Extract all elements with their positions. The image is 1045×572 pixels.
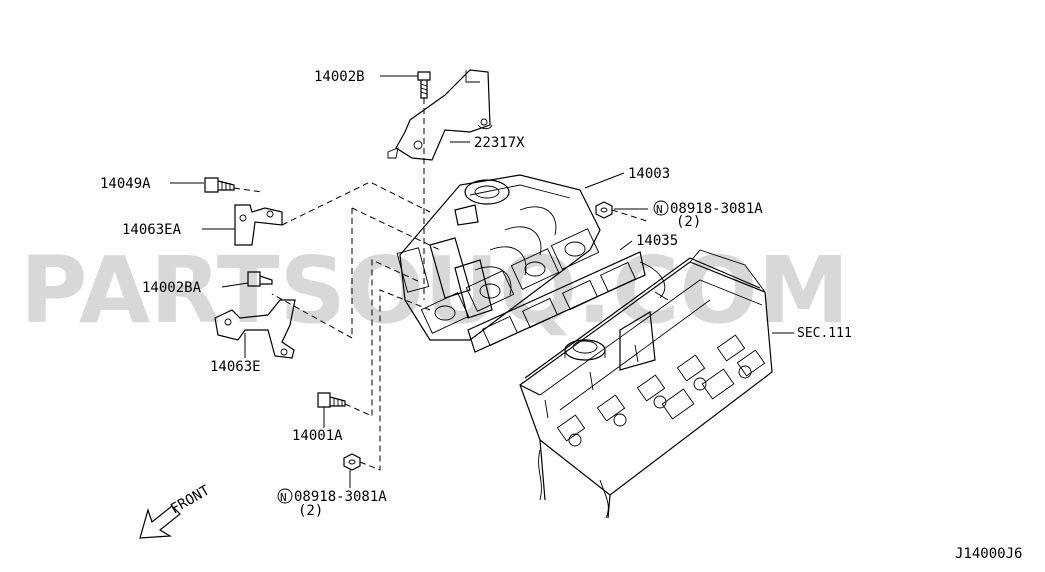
bolt-14002b-drawing [417, 71, 431, 99]
manifold-gasket-drawing [467, 251, 669, 353]
callout-14063ea[interactable]: 14063EA [122, 222, 182, 238]
leader-lines [170, 75, 794, 488]
n-marker-top-icon [653, 200, 669, 216]
bracket-14063e-drawing [214, 299, 296, 359]
watermark: PARTSOUQ.COM [20, 237, 849, 344]
n-marker-bottom-icon [277, 488, 293, 504]
bracket-14063ea-drawing [234, 204, 283, 246]
callout-22317x[interactable]: 22317X [474, 135, 525, 151]
callout-sec-111[interactable]: SEC.111 [797, 326, 852, 341]
callout-nut-top[interactable]: 08918-3081A [670, 201, 763, 217]
callout-nut-bottom[interactable]: 08918-3081A [294, 489, 387, 505]
cylinder-head-drawing [519, 249, 773, 519]
bolt-14002ba-drawing [247, 271, 273, 287]
n-marker-top-text: N [656, 203, 663, 216]
bracket-22317x-drawing [387, 69, 493, 161]
front-label: FRONT [168, 482, 213, 517]
callout-14063e[interactable]: 14063E [210, 359, 261, 375]
callout-14002b[interactable]: 14002B [314, 69, 365, 85]
diagram-code: J14000J6 [955, 546, 1022, 562]
n-marker-bottom-text: N [280, 491, 287, 504]
callout-14001a[interactable]: 14001A [292, 428, 343, 444]
callout-14002ba[interactable]: 14002BA [142, 280, 202, 296]
callout-14035[interactable]: 14035 [636, 233, 678, 249]
bolt-14049a-drawing [204, 177, 235, 193]
front-direction-arrow [139, 505, 181, 539]
callout-nut-bottom-qty: (2) [298, 503, 323, 519]
nut-top-drawing [595, 201, 613, 219]
intake-manifold-drawing [396, 174, 601, 341]
nut-bottom-drawing [343, 453, 361, 471]
bolt-14001a-drawing [317, 392, 346, 408]
callout-14049a[interactable]: 14049A [100, 176, 151, 192]
assembly-dashed-lines [233, 98, 651, 471]
callout-nut-top-qty: (2) [676, 214, 701, 230]
callout-14003[interactable]: 14003 [628, 166, 670, 182]
